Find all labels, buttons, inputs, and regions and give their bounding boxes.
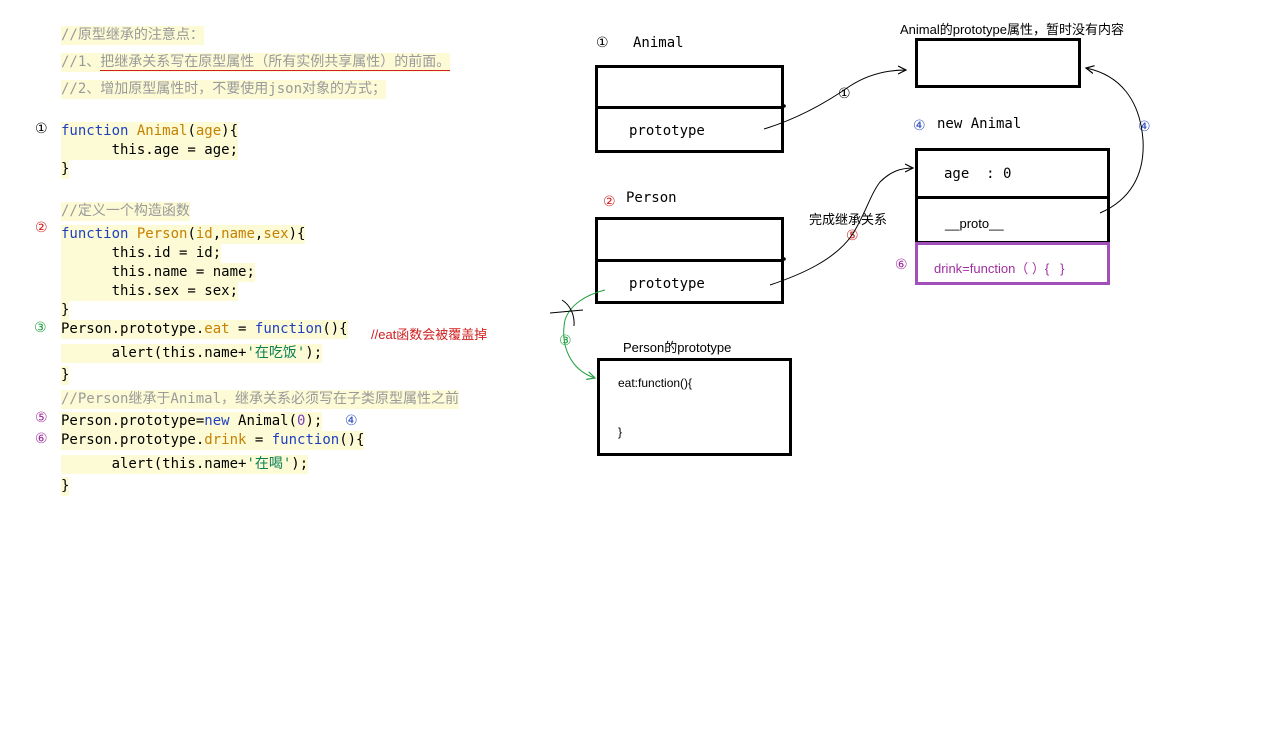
ctor-comment: //定义一个构造函数 (61, 202, 190, 221)
animal-end: } (61, 160, 70, 179)
inherit-line: Person.prototype=new Animal(0); (61, 412, 323, 431)
note-1: //1、把继承关系写在原型属性（所有实例共享属性）的前面。 (61, 53, 451, 72)
proto-row: __proto__ (945, 216, 1004, 231)
arrow-animal-to-prototype (763, 70, 906, 130)
person-end: } (61, 301, 70, 320)
note-1-underlined: 把继承关系写在原型属性（所有实例共享属性）的前面。 (100, 54, 451, 71)
person-prototype-label: prototype (629, 276, 705, 292)
arrow-1-badge: ① (838, 86, 851, 102)
drink-line: Person.prototype.drink = function(){ (61, 431, 365, 450)
diagram-animal-badge: ① (596, 35, 609, 51)
badge-2: ② (35, 220, 48, 236)
arrow-5-badge: ⑤ (846, 228, 859, 244)
person-signature: function Person(id,name,sex){ (61, 225, 306, 244)
drink-row-box: drink=function（ ）{ } (915, 242, 1110, 285)
person-box-dot (782, 257, 786, 261)
drink-badge: ⑥ (895, 257, 908, 273)
inherit-note: 完成继承关系 (809, 212, 888, 227)
animal-box-dot (782, 104, 786, 108)
new-animal-divider (918, 196, 1107, 199)
badge-6: ⑥ (35, 431, 48, 447)
new-animal-badge: ④ (913, 118, 926, 134)
arrow-person-to-person-prototype (563, 289, 606, 378)
arrow-4-badge: ④ (1138, 119, 1151, 135)
badge-4-inline: ④ (345, 413, 358, 429)
animal-box-divider (598, 106, 781, 109)
note-2: //2、增加原型属性时，不要使用json对象的方式； (61, 80, 386, 99)
cross-mark (549, 299, 584, 327)
eat-end: } (61, 366, 70, 385)
note-title: //原型继承的注意点： (61, 26, 204, 45)
drink-row: drink=function（ ）{ } (934, 261, 1065, 276)
person-body-line-3: this.sex = sex; (61, 282, 239, 301)
diagram-person-badge: ② (603, 194, 616, 210)
badge-5: ⑤ (35, 410, 48, 426)
drink-body-line: alert(this.name+'在喝'); (61, 455, 309, 474)
person-prototype-title: Person的prototype (623, 340, 732, 355)
eat-line-1: eat:function(){ (618, 376, 693, 390)
arrow-proto-to-animal-prototype (1086, 68, 1144, 214)
person-box-divider (598, 259, 781, 262)
animal-prototype-label: prototype (629, 123, 705, 139)
eat-body-line: alert(this.name+'在吃饭'); (61, 344, 323, 363)
age-row: age : 0 (944, 166, 1012, 182)
badge-1: ① (35, 121, 48, 137)
animal-constructor-box: prototype (595, 65, 784, 153)
arrow-person-to-new-animal (769, 168, 913, 286)
diagram-person-title: Person (626, 190, 677, 206)
eat-line: Person.prototype.eat = function(){ (61, 320, 348, 339)
animal-prototype-box (915, 38, 1081, 88)
eat-line-2: } (618, 425, 623, 439)
eat-override-note: //eat函数会被覆盖掉 (371, 327, 488, 342)
inherit-comment: //Person继承于Animal，继承关系必须写在子类原型属性之前 (61, 390, 460, 409)
person-body-line-1: this.id = id; (61, 244, 222, 263)
animal-signature: function Animal(age){ (61, 122, 239, 141)
person-constructor-box: prototype (595, 217, 784, 304)
person-body-line-2: this.name = name; (61, 263, 255, 282)
diagram-animal-title: Animal (633, 35, 684, 51)
animal-body-line: this.age = age; (61, 141, 239, 160)
arrow-3-badge: ③ (559, 333, 572, 349)
animal-prototype-title: Animal的prototype属性，暂时没有内容 (900, 22, 1124, 37)
person-prototype-box: eat:function(){ } (597, 358, 792, 456)
drink-end: } (61, 477, 70, 496)
new-animal-title: new Animal (937, 116, 1022, 132)
badge-3: ③ (34, 320, 47, 336)
